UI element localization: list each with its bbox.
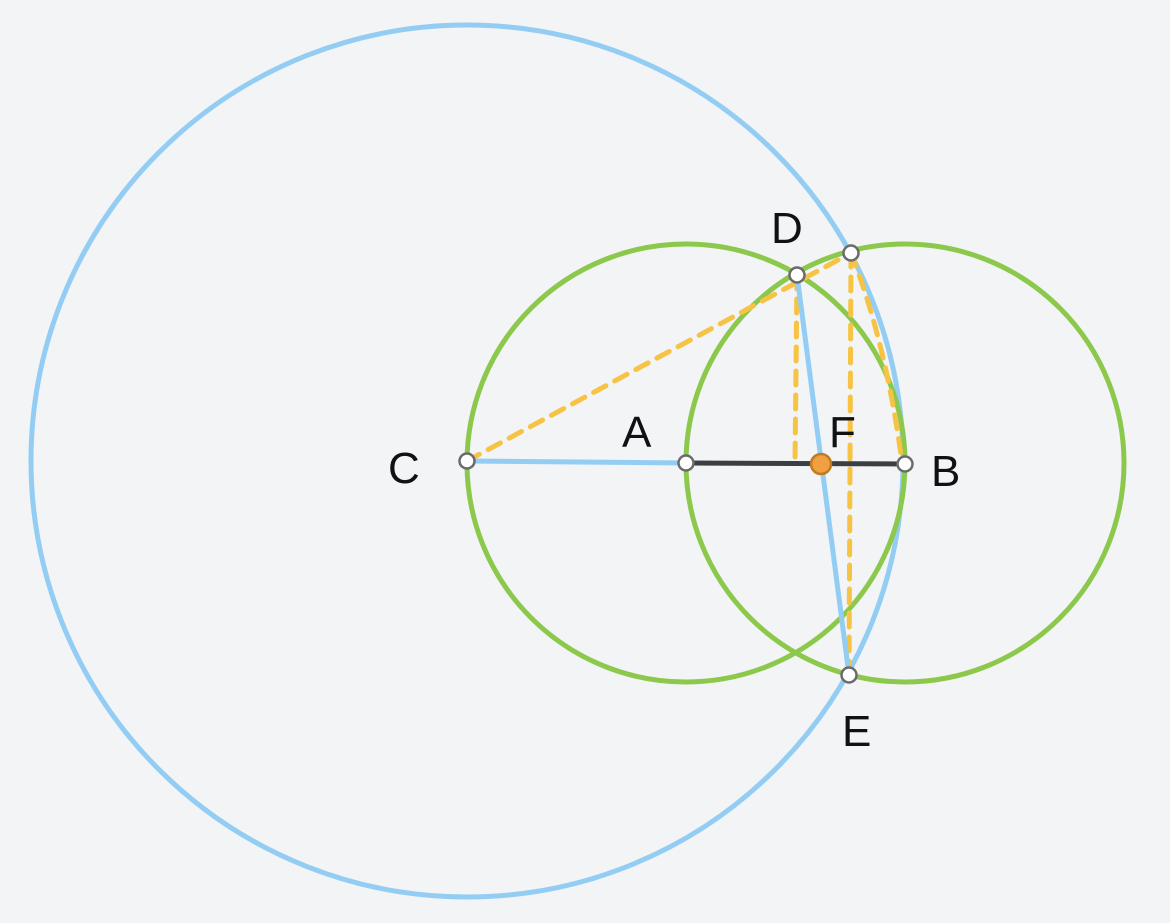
point-d[interactable] <box>788 266 806 284</box>
point-e[interactable] <box>840 666 858 684</box>
point-f[interactable] <box>809 452 833 476</box>
point-top-intersection[interactable] <box>842 244 860 262</box>
dashed-segment-top-to-e <box>846 250 854 678</box>
label-c: C <box>388 444 420 493</box>
label-a: A <box>622 408 652 457</box>
label-b: B <box>931 447 960 496</box>
segment-a-b <box>685 460 906 467</box>
point-b[interactable] <box>896 455 914 473</box>
label-d: D <box>771 204 803 253</box>
point-a[interactable] <box>677 454 695 472</box>
dashed-segment-d-to-f-foot <box>792 272 800 466</box>
segment-c-a <box>466 458 687 466</box>
point-c[interactable] <box>458 452 476 470</box>
label-f: F <box>829 408 856 457</box>
dashed-segment-c-to-d <box>464 250 854 464</box>
label-e: E <box>842 707 871 756</box>
dashed-arc-top-to-b <box>848 250 904 458</box>
